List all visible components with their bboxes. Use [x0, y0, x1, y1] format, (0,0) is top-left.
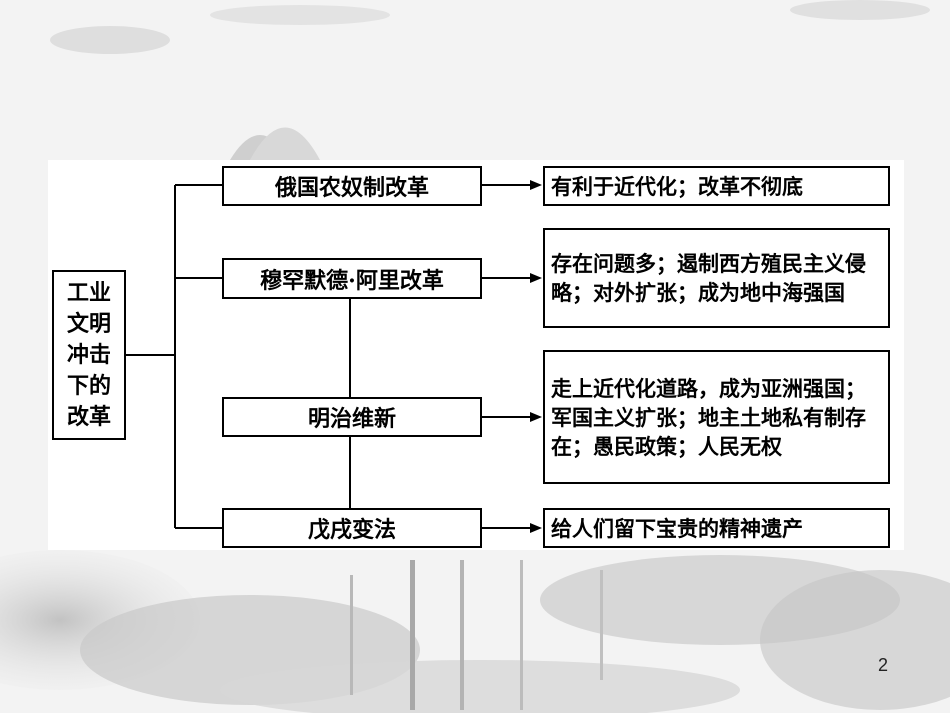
page-number: 2: [878, 655, 889, 675]
reform-name: 俄国农奴制改革: [274, 175, 429, 201]
reform-name: 穆罕默德·阿里改革: [260, 267, 444, 294]
reform-box-wuxu: 戊戌变法: [222, 508, 482, 548]
root-line: 冲击: [66, 341, 111, 368]
result-text: 存在问题多；遏制西方殖民主义侵略；对外扩张；成为地中海强国: [551, 251, 866, 305]
reform-box-russia: 俄国农奴制改革: [222, 166, 482, 206]
result-text: 有利于近代化；改革不彻底: [551, 173, 803, 199]
result-text: 给人们留下宝贵的精神遗产: [551, 515, 803, 541]
result-box-muhammad-ali: 存在问题多；遏制西方殖民主义侵略；对外扩张；成为地中海强国: [543, 228, 890, 328]
result-text: 走上近代化道路，成为亚洲强国；军国主义扩张；地主土地私有制存在；愚民政策；人民无…: [551, 375, 866, 459]
reform-box-meiji: 明治维新: [222, 397, 482, 437]
result-box-meiji: 走上近代化道路，成为亚洲强国；军国主义扩张；地主土地私有制存在；愚民政策；人民无…: [543, 350, 890, 484]
reform-name: 戊戌变法: [307, 517, 396, 543]
root-line: 下的: [66, 372, 111, 399]
root-box: 工业 文明 冲击 下的 改革: [52, 270, 126, 440]
root-line: 文明: [66, 310, 111, 337]
reform-name: 明治维新: [307, 406, 396, 432]
result-box-russia: 有利于近代化；改革不彻底: [543, 166, 890, 206]
root-line: 改革: [66, 403, 111, 430]
reform-box-muhammad-ali: 穆罕默德·阿里改革: [222, 258, 482, 299]
result-box-wuxu: 给人们留下宝贵的精神遗产: [543, 508, 890, 548]
root-line: 工业: [66, 279, 111, 306]
